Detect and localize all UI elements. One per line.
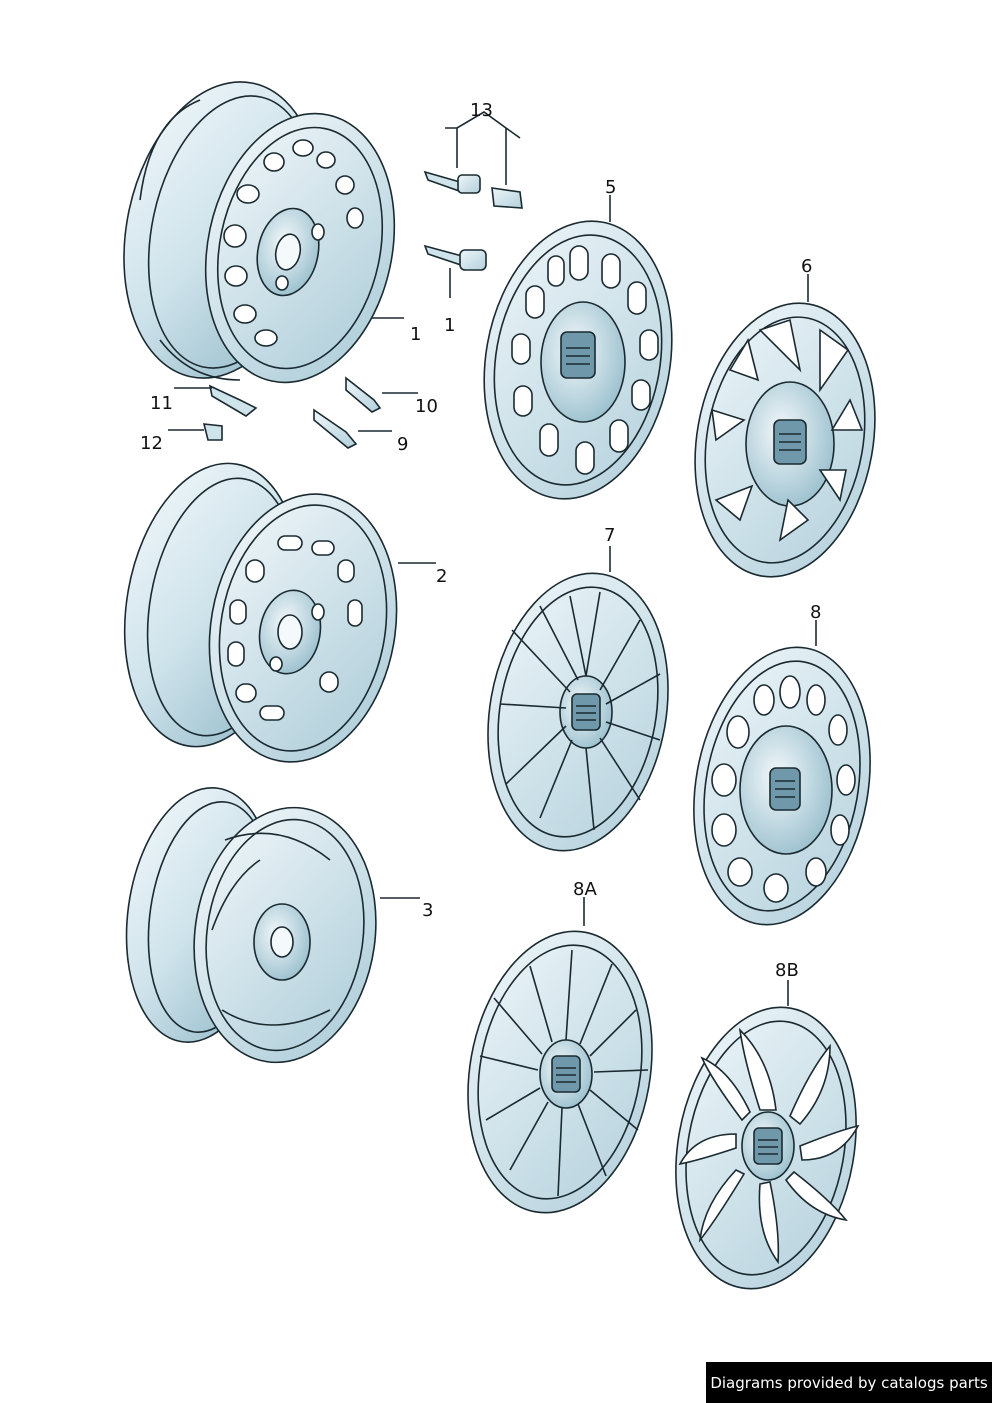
callout-11: 11 xyxy=(150,393,173,414)
hubcap-6 xyxy=(694,274,876,578)
hubcap-8b xyxy=(675,980,860,1290)
hubcap-7 xyxy=(487,546,669,852)
callout-8a: 8A xyxy=(573,879,597,900)
callout-13: 13 xyxy=(470,100,493,121)
callout-6: 6 xyxy=(801,256,813,277)
callout-1-wheel: 1 xyxy=(410,324,422,345)
steel-wheel-1 xyxy=(123,81,396,384)
callout-9: 9 xyxy=(397,434,409,455)
valves-weights xyxy=(168,376,418,449)
hubcap-8 xyxy=(693,620,871,926)
callout-1-bolt: 1 xyxy=(444,315,456,336)
hubcap-8a xyxy=(467,897,653,1214)
callout-2: 2 xyxy=(436,566,448,587)
credit-banner: Diagrams provided by catalogs parts xyxy=(706,1362,992,1403)
callout-8: 8 xyxy=(810,602,822,623)
callout-3: 3 xyxy=(422,900,434,921)
callout-8b: 8B xyxy=(775,960,799,981)
steel-wheel-2 xyxy=(123,462,398,763)
callout-7: 7 xyxy=(604,525,616,546)
callout-12: 12 xyxy=(140,433,163,454)
wheel-bolts xyxy=(423,111,523,298)
callout-10: 10 xyxy=(415,396,438,417)
callout-5: 5 xyxy=(605,177,617,198)
steel-wheel-3 xyxy=(125,787,377,1064)
hubcap-5 xyxy=(483,195,673,500)
